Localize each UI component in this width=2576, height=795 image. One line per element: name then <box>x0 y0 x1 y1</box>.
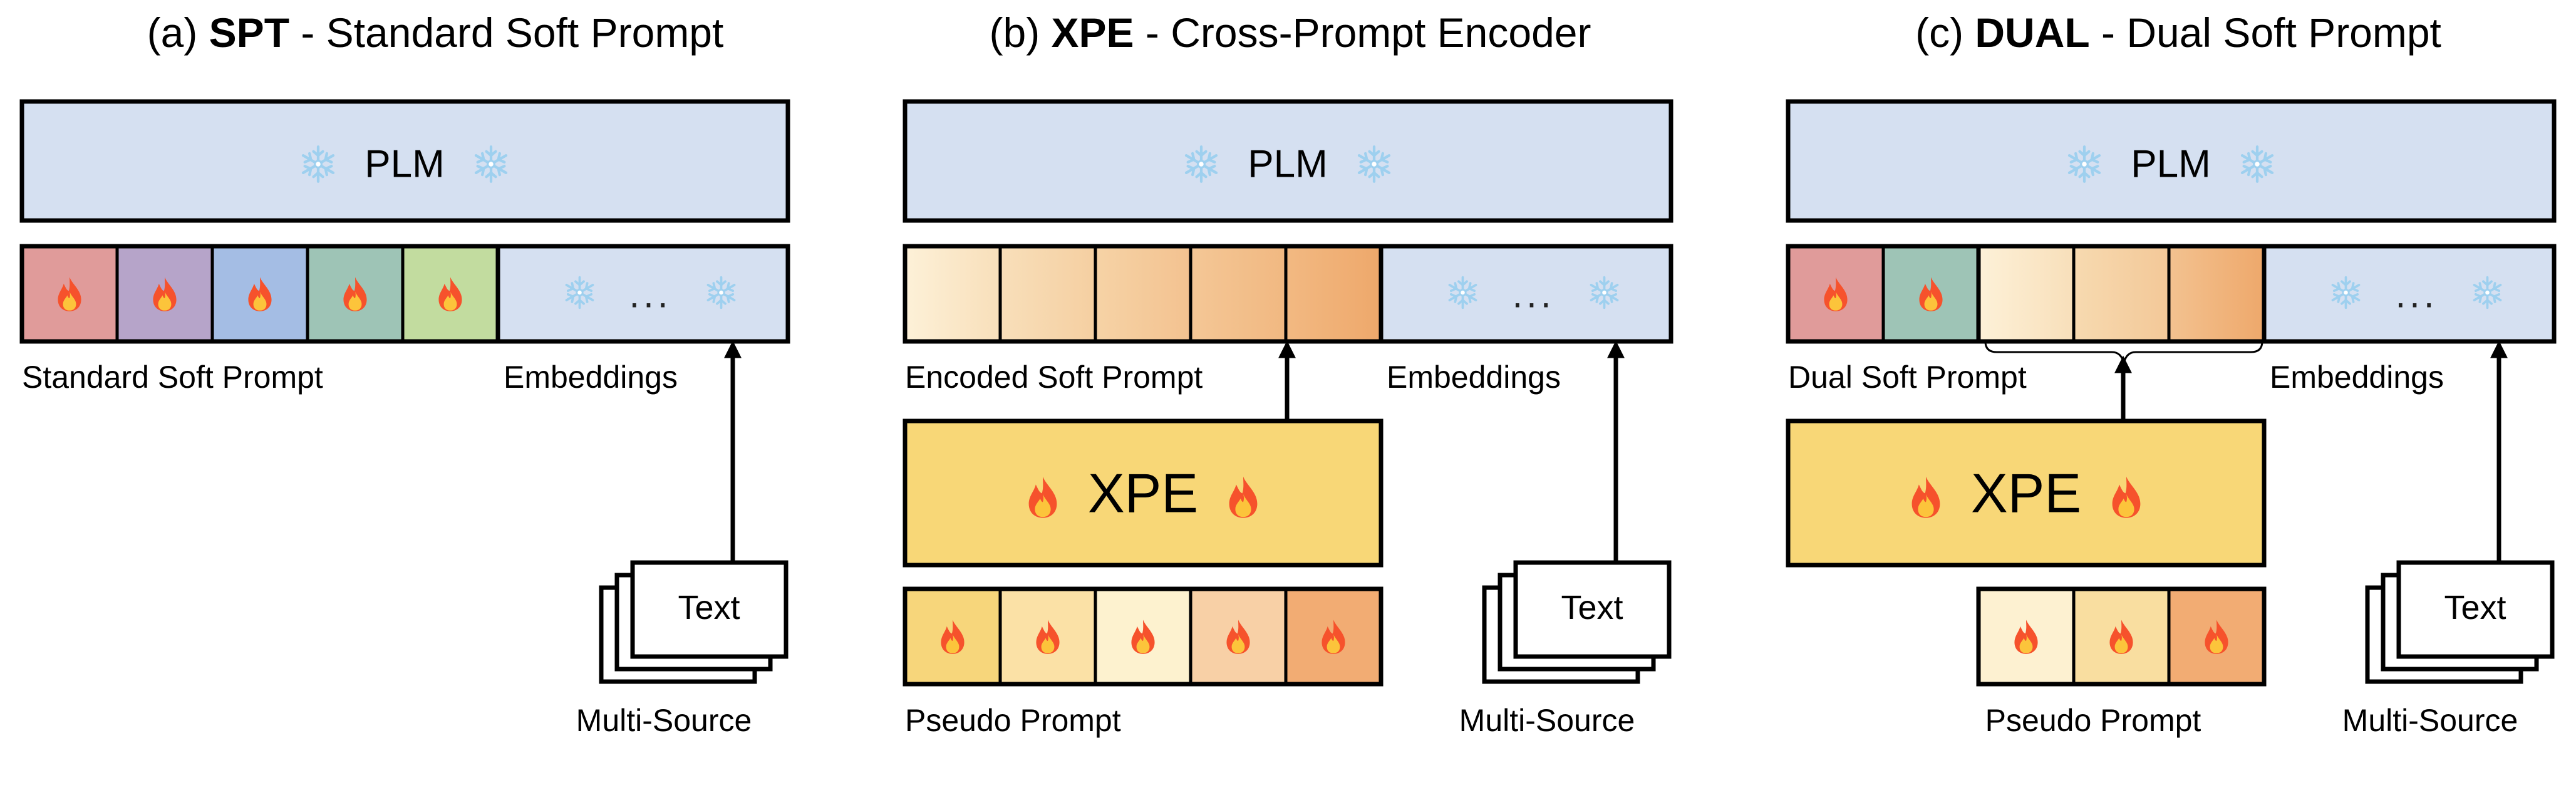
text-card <box>1513 560 1672 659</box>
panel-title-b: (b) XPE - Cross-Prompt Encoder <box>990 9 1591 56</box>
dual-soft-prompt-label: Dual Soft Prompt <box>1788 360 2027 395</box>
plm-box <box>1786 99 2557 223</box>
plm-box <box>19 99 790 223</box>
pseudo-prompt-label: Pseudo Prompt <box>905 703 1121 738</box>
embedding-block <box>2262 244 2557 344</box>
xpe-encoder-box <box>1786 418 2267 568</box>
panel-title-title-bold: XPE <box>1052 9 1134 56</box>
pseudo-prompt-cell-frame <box>1976 586 2267 687</box>
encoded-prompt-cell <box>998 244 1097 343</box>
panel-title-title-prefix: (c) <box>1915 9 1975 56</box>
panel-title-title-prefix: (b) <box>990 9 1052 56</box>
xpe-label: XPE <box>1088 462 1198 524</box>
plm-label: PLM <box>365 143 444 186</box>
embedding-block <box>1379 244 1673 344</box>
embeddings-label: Embeddings <box>504 360 678 395</box>
encoded-prompt-cell <box>1977 244 2076 343</box>
encoded-prompt-cell <box>1284 244 1383 343</box>
panel-title-c: (c) DUAL - Dual Soft Prompt <box>1915 9 2441 56</box>
xpe-encoder-box <box>903 418 1384 568</box>
encoded-prompt-cell <box>2167 244 2266 343</box>
embedding-ellipsis: ... <box>1512 274 1554 316</box>
plm-label: PLM <box>2131 143 2210 186</box>
text-card-label: Text <box>678 589 740 626</box>
text-card <box>630 560 789 659</box>
panel-title-title-prefix: (a) <box>147 9 209 56</box>
encoded-prompt-cell <box>2072 244 2171 343</box>
pseudo-prompt-cell-frame <box>903 586 1384 687</box>
xpe-label: XPE <box>1971 462 2081 524</box>
multi-source-label: Multi-Source <box>2342 703 2518 738</box>
standard-soft-prompt-label: Standard Soft Prompt <box>22 360 323 395</box>
panel-title-title-suffix: - Cross-Prompt Encoder <box>1134 9 1591 56</box>
text-card-label: Text <box>2444 589 2506 626</box>
embeddings-label: Embeddings <box>1387 360 1561 395</box>
embedding-ellipsis: ... <box>2395 274 2438 316</box>
panel-title-title-suffix: - Standard Soft Prompt <box>289 9 723 56</box>
encoded-soft-prompt-label: Encoded Soft Prompt <box>905 360 1203 395</box>
pseudo-prompt-label: Pseudo Prompt <box>1985 703 2201 738</box>
text-card <box>2396 560 2555 659</box>
embedding-ellipsis: ... <box>629 274 671 316</box>
embedding-block <box>495 244 790 344</box>
panel-title-title-bold: SPT <box>209 9 289 56</box>
multi-source-label: Multi-Source <box>576 703 752 738</box>
panel-title-title-bold: DUAL <box>1975 9 2089 56</box>
embeddings-label: Embeddings <box>2270 360 2444 395</box>
encoded-prompt-cell <box>1189 244 1288 343</box>
plm-box <box>903 99 1673 223</box>
encoded-prompt-cell <box>903 244 1002 343</box>
panel-title-title-suffix: - Dual Soft Prompt <box>2090 9 2441 56</box>
encoded-prompt-brace <box>1984 341 2263 364</box>
panel-title-a: (a) SPT - Standard Soft Prompt <box>147 9 724 56</box>
encoded-prompt-cell <box>1094 244 1192 343</box>
multi-source-label: Multi-Source <box>1459 703 1635 738</box>
plm-label: PLM <box>1248 143 1327 186</box>
text-card-label: Text <box>1561 589 1623 626</box>
